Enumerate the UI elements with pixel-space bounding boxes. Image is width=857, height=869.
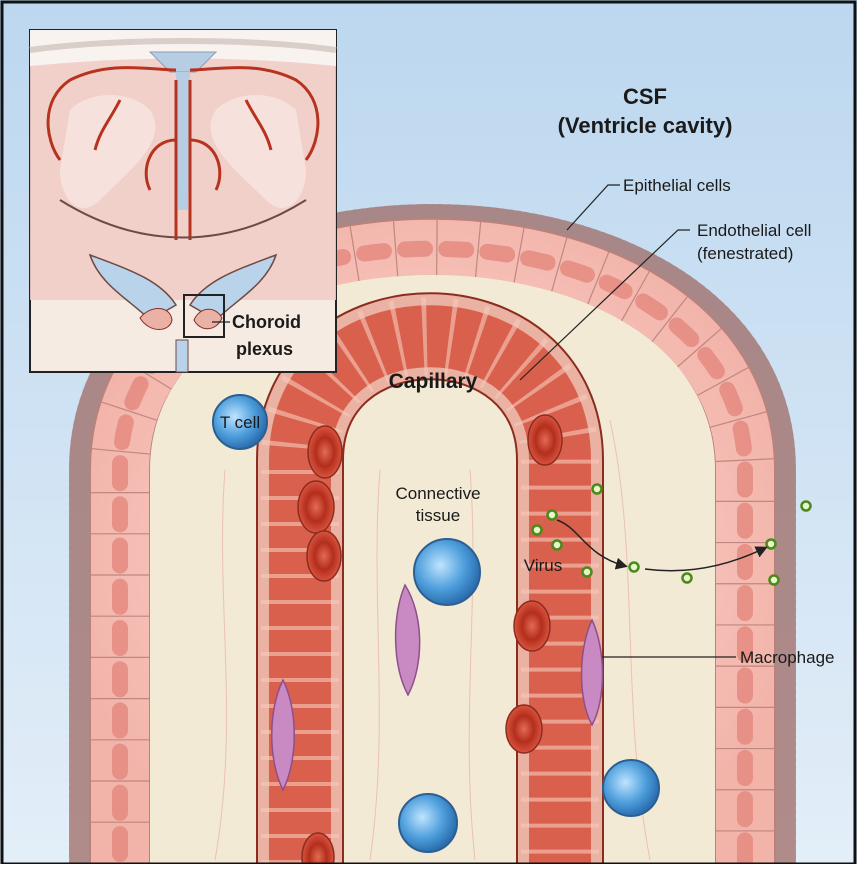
rbc — [308, 426, 342, 478]
virus — [593, 485, 602, 494]
rbc — [506, 705, 542, 753]
virus — [767, 540, 776, 549]
rbc — [528, 415, 562, 465]
endothelial-label-2: (fenestrated) — [697, 244, 793, 263]
virus — [533, 526, 542, 535]
title-line-1: CSF — [623, 84, 667, 109]
rbc — [514, 601, 550, 651]
endothelial-label-1: Endothelial cell — [697, 221, 811, 240]
macrophage-label: Macrophage — [740, 648, 835, 667]
virus — [630, 563, 639, 572]
choroid-label-2: plexus — [236, 339, 293, 359]
connective-label-2: tissue — [416, 506, 460, 525]
virus — [548, 511, 557, 520]
virus — [770, 576, 779, 585]
lymphocyte — [399, 794, 457, 852]
connective-label-1: Connective — [395, 484, 480, 503]
choroid-label-1: Choroid — [232, 312, 301, 332]
lymphocyte — [414, 539, 480, 605]
virus-label: Virus — [524, 556, 562, 575]
virus — [553, 541, 562, 550]
inset-fissure — [176, 72, 190, 210]
virus — [802, 502, 811, 511]
virus — [683, 574, 692, 583]
epithelial-label: Epithelial cells — [623, 176, 731, 195]
lymphocyte — [603, 760, 659, 816]
capillary-label: Capillary — [389, 370, 478, 393]
rbc — [307, 531, 341, 581]
rbc — [298, 481, 334, 533]
title-line-2: (Ventricle cavity) — [558, 113, 733, 138]
inset-third-ventricle — [176, 340, 188, 372]
brain-inset: Choroid plexus — [30, 30, 336, 372]
t-cell-label: T cell — [220, 413, 260, 432]
virus — [583, 568, 592, 577]
